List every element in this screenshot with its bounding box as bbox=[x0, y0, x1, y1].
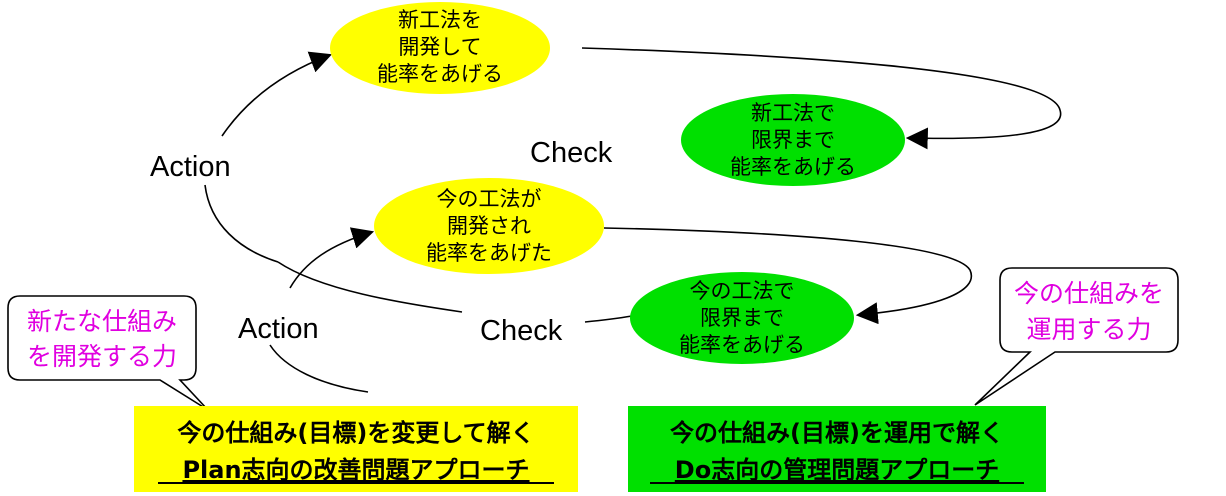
lower-plan-node: 今の工法が 開発され 能率をあげた bbox=[374, 178, 604, 274]
upper-plan-line3: 能率をあげる bbox=[377, 62, 503, 86]
left-callout-line1: 新たな仕組み bbox=[27, 307, 177, 336]
lower-return-curve bbox=[277, 261, 463, 313]
left-callout-line2: を開発する力 bbox=[27, 342, 177, 371]
lower-do-line3: 能率をあげる bbox=[679, 333, 805, 357]
right-callout-line1: 今の仕組みを bbox=[1014, 279, 1164, 308]
plan-box-line2: Plan志向の改善問題アプローチ bbox=[182, 456, 529, 484]
lower-do-node: 今の工法で 限界まで 能率をあげる bbox=[630, 272, 854, 364]
plan-box-line1: 今の仕組み(目標)を変更して解く bbox=[177, 419, 534, 447]
upper-action-label: Action bbox=[150, 151, 231, 183]
upper-do-node: 新工法で 限界まで 能率をあげる bbox=[681, 94, 905, 186]
do-box-line1: 今の仕組み(目標)を運用で解く bbox=[670, 419, 1004, 447]
upper-check-label: Check bbox=[530, 137, 613, 169]
do-approach-box: 今の仕組み(目標)を運用で解く Do志向の管理問題アプローチ bbox=[628, 406, 1046, 492]
lower-do-line2: 限界まで bbox=[700, 306, 784, 330]
upper-plan-line1: 新工法を bbox=[398, 8, 482, 32]
lower-action-arrow bbox=[289, 227, 375, 289]
lower-action-label: Action bbox=[238, 313, 319, 345]
right-callout: 今の仕組みを 運用する力 bbox=[974, 267, 1179, 406]
lower-plan-line1: 今の工法が bbox=[437, 187, 542, 211]
lower-do-line1: 今の工法で bbox=[690, 279, 795, 303]
upper-action-return-curve bbox=[204, 184, 279, 263]
upper-do-line3: 能率をあげる bbox=[730, 155, 856, 179]
plan-approach-box: 今の仕組み(目標)を変更して解く Plan志向の改善問題アプローチ bbox=[134, 406, 578, 492]
lower-check-tail bbox=[584, 315, 633, 323]
upper-plan-line2: 開発して bbox=[398, 35, 481, 59]
upper-do-line2: 限界まで bbox=[751, 128, 835, 152]
upper-do-line1: 新工法で bbox=[751, 101, 835, 125]
lower-check-label: Check bbox=[480, 315, 563, 347]
upper-check-curve bbox=[581, 47, 1062, 150]
do-box-line2: Do志向の管理問題アプローチ bbox=[675, 456, 999, 484]
upper-plan-node: 新工法を 開発して 能率をあげる bbox=[330, 2, 550, 94]
lower-check-curve bbox=[603, 227, 973, 325]
right-callout-line2: 運用する力 bbox=[1026, 315, 1151, 344]
lower-plan-line2: 開発され bbox=[447, 214, 531, 238]
lower-action-return-curve bbox=[269, 344, 369, 393]
lower-plan-line3: 能率をあげた bbox=[426, 241, 552, 265]
upper-action-arrow bbox=[221, 51, 333, 137]
left-callout: 新たな仕組み を開発する力 bbox=[7, 295, 209, 411]
